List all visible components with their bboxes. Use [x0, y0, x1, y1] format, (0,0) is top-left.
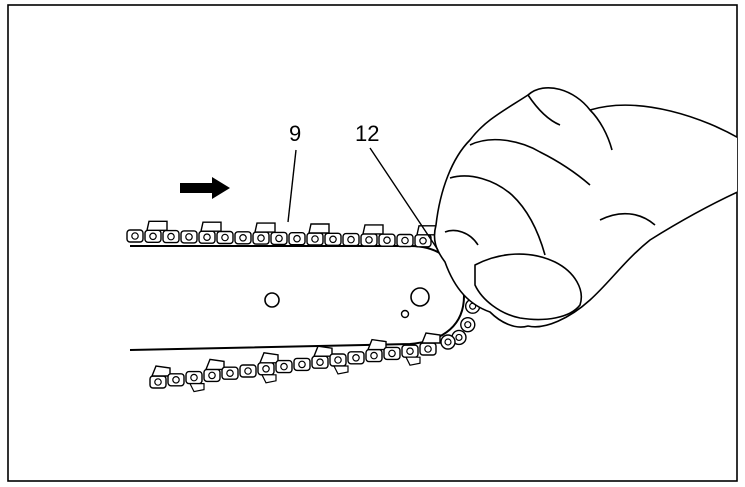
chain-rivet	[239, 234, 247, 242]
chain-rivet	[262, 364, 270, 373]
leader-line-12	[369, 147, 439, 251]
chain-rivet	[208, 371, 216, 380]
chain-rivet	[203, 233, 211, 242]
chain-rivet	[298, 360, 306, 369]
chain-tang	[261, 374, 277, 384]
chain-tang	[405, 356, 421, 366]
chain-rivet	[257, 234, 265, 242]
chain-rivet	[185, 233, 193, 241]
chain-rivet	[334, 356, 342, 364]
chain-cutter	[204, 358, 225, 371]
chain-rivet	[464, 321, 472, 329]
chain-rivet	[347, 235, 355, 244]
chain-cutter	[150, 365, 171, 377]
gloved-hand	[433, 86, 737, 328]
chain-rivet	[419, 237, 427, 245]
chain-cutter	[258, 352, 279, 364]
chain-rivet	[352, 353, 360, 362]
chain-rivet	[221, 233, 229, 242]
chain-rivet	[401, 236, 409, 245]
chain-cutter	[362, 224, 384, 235]
chain-rivet	[280, 362, 288, 371]
chain-rivet	[455, 333, 463, 342]
callout-12: 12	[355, 121, 379, 146]
chain-rivet	[293, 234, 301, 243]
leader-line-9	[287, 149, 297, 223]
bar-hole-small	[400, 309, 410, 319]
chain-rivet	[316, 358, 324, 367]
chain-rivet	[149, 232, 157, 241]
chain-cutter	[146, 220, 168, 231]
chain-tang	[189, 383, 205, 393]
chain-rivet	[406, 347, 414, 356]
chain-cutter	[312, 345, 333, 357]
chain-cutter	[366, 338, 387, 351]
chain-cutter	[254, 222, 276, 233]
chain-rivet	[329, 235, 337, 244]
bar-hole-right	[410, 287, 430, 307]
chain-rivet	[167, 232, 175, 241]
chain-rivet	[244, 367, 252, 375]
chain-rivet	[154, 378, 162, 386]
chain-rivet	[388, 349, 396, 358]
chain-rivet	[365, 236, 373, 244]
chain-rivet	[383, 236, 391, 245]
chain-rivet	[190, 373, 198, 382]
chain-cutter	[308, 223, 330, 234]
bar-hole-left	[264, 292, 280, 308]
chain-cutter	[420, 332, 441, 344]
arrow-right-icon	[180, 177, 230, 199]
chain-rivet	[172, 375, 180, 384]
chain-rivet	[226, 369, 234, 378]
chain-rivet	[444, 338, 452, 346]
chain-rivet	[131, 232, 139, 240]
chain-tang	[333, 365, 349, 375]
chain-rivet	[311, 235, 319, 243]
chain-cutter	[200, 221, 222, 232]
chain-rivet	[370, 351, 378, 360]
callout-9: 9	[289, 121, 301, 146]
chain-rivet	[424, 345, 432, 353]
chain-rivet	[275, 234, 283, 243]
